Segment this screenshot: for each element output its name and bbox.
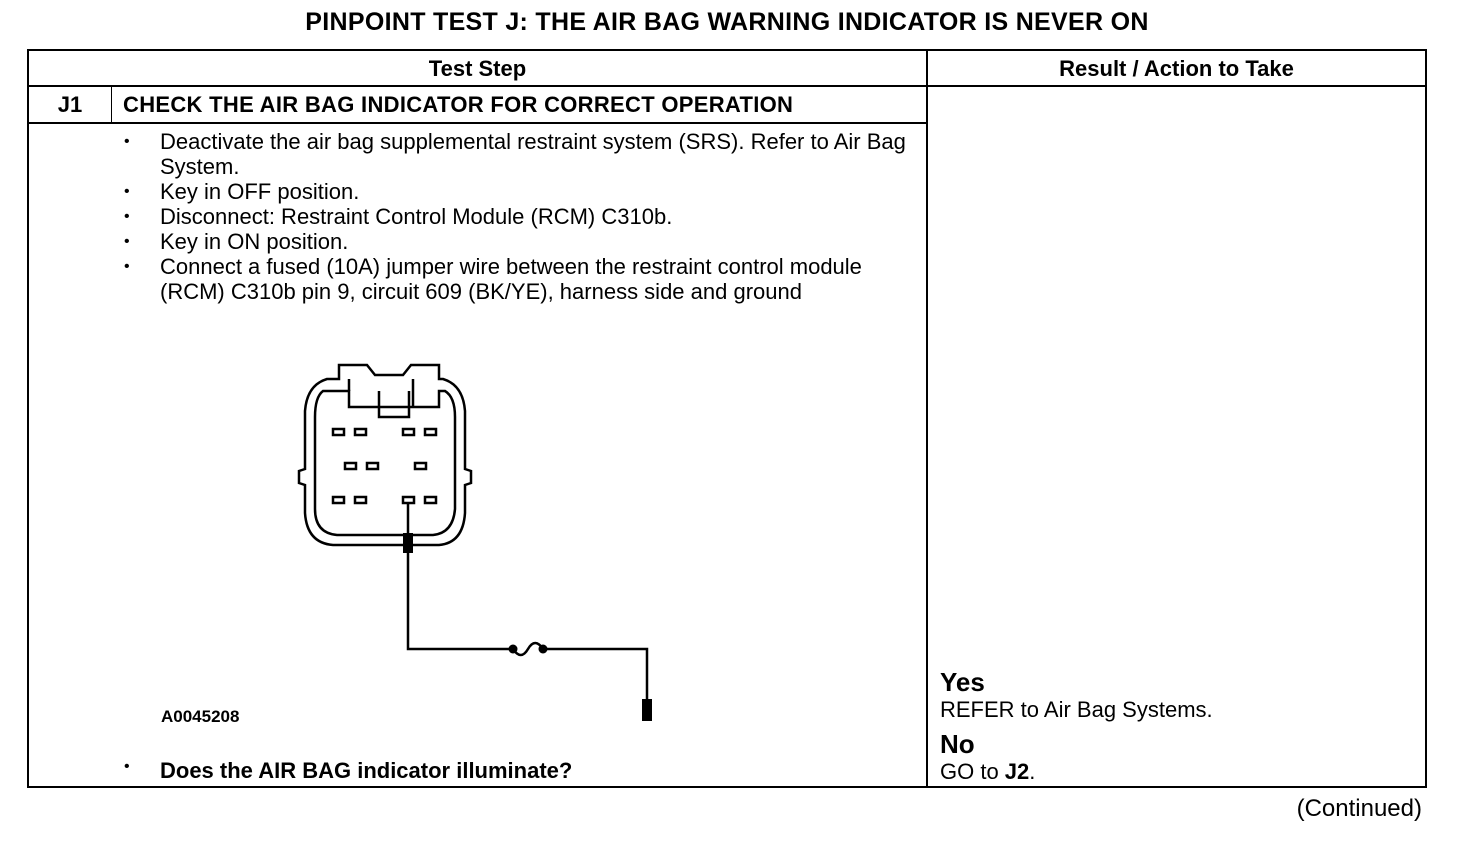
instruction-item: Key in ON position. [124, 229, 924, 254]
fuse-terminal [508, 644, 518, 654]
connector-outer-outline [297, 363, 473, 547]
connector-jumper-diagram [297, 363, 652, 721]
test-question: Does the AIR BAG indicator illuminate? [124, 758, 572, 784]
header-divider [29, 85, 1425, 87]
page-title: PINPOINT TEST J: THE AIR BAG WARNING IND… [305, 8, 1149, 36]
pin [401, 495, 416, 505]
result-no-action: GO to J2. [940, 759, 1036, 784]
connector-latch [347, 379, 415, 407]
pin [353, 495, 368, 505]
pin [343, 461, 358, 471]
instruction-item: Key in OFF position. [124, 179, 924, 204]
step-id: J1 [57, 92, 83, 117]
column-divider [926, 51, 928, 786]
pin [365, 461, 380, 471]
instruction-item: Connect a fused (10A) jumper wire betwee… [124, 254, 924, 304]
probe-tip-top [403, 533, 413, 553]
pin [423, 495, 438, 505]
pin [413, 461, 428, 471]
step-heading: CHECK THE AIR BAG INDICATOR FOR CORRECT … [123, 92, 794, 117]
jumper-wire [406, 503, 649, 699]
probe-tip-bottom [642, 699, 652, 721]
pin [353, 427, 368, 437]
pin [423, 427, 438, 437]
pin [331, 427, 346, 437]
instruction-item: Deactivate the air bag supplemental rest… [124, 129, 924, 179]
result-yes-label: Yes [940, 667, 985, 697]
fuse-terminal [538, 644, 548, 654]
figure-id: A0045208 [161, 707, 240, 726]
header-test-step: Test Step [428, 56, 527, 81]
goto-step-link: J2 [1004, 759, 1030, 784]
continued-note: (Continued) [1296, 795, 1422, 822]
pin [401, 427, 416, 437]
result-yes-action: REFER to Air Bag Systems. [940, 697, 1213, 722]
step-id-divider [111, 87, 112, 123]
connector-inner-outline [313, 389, 457, 537]
pin [331, 495, 346, 505]
instruction-item: Disconnect: Restraint Control Module (RC… [124, 204, 924, 229]
step-heading-divider [29, 122, 926, 124]
pinpoint-test-table: Test Step Result / Action to Take J1 CHE… [27, 49, 1427, 788]
result-no-label: No [940, 729, 975, 759]
header-result-action: Result / Action to Take [1059, 56, 1294, 81]
fuse-symbol [511, 641, 545, 657]
connector-pins [331, 427, 438, 505]
instruction-list: Deactivate the air bag supplemental rest… [124, 129, 924, 304]
